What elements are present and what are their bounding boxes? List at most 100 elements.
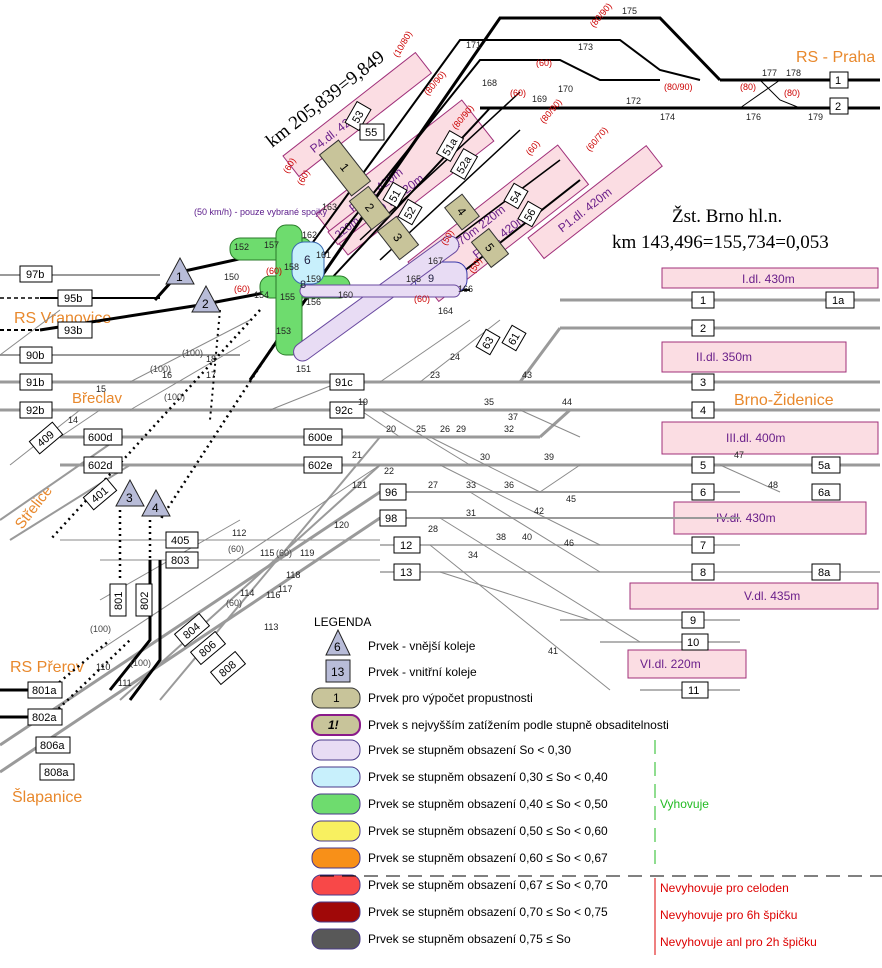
track-4-label: 4 bbox=[700, 405, 706, 417]
outer-element-2 bbox=[191, 284, 221, 313]
track-11-label: 11 bbox=[688, 685, 699, 697]
speed-limit: (60) bbox=[536, 58, 552, 68]
direction-slapanice: Šlapanice bbox=[12, 787, 82, 806]
track-802-label: 802 bbox=[139, 592, 151, 610]
track-7-label: 7 bbox=[700, 540, 706, 552]
legend-item-occupancy: Prvek se stupněm obsazení 0,30 ≤ So < 0,… bbox=[368, 770, 608, 784]
switch-number: 155 bbox=[280, 292, 295, 302]
switch-number: 36 bbox=[504, 480, 514, 490]
speed-limit: (10/80) bbox=[391, 29, 414, 59]
track-3-label: 3 bbox=[700, 377, 706, 389]
legend-swatch bbox=[311, 766, 361, 788]
switch-number: 164 bbox=[438, 306, 453, 316]
track-92c-label: 92c bbox=[335, 405, 353, 417]
track-52-label: 52 bbox=[402, 205, 419, 222]
legend-item-occupancy: Prvek se stupněm obsazení 0,70 ≤ So < 0,… bbox=[368, 905, 608, 919]
switch-number: 169 bbox=[532, 94, 547, 104]
legend-item-max: Prvek s nejvyšším zatížením podle stupně… bbox=[368, 718, 669, 732]
track-56-label: 56 bbox=[522, 207, 539, 224]
inner-element-6-label: 6 bbox=[304, 253, 311, 267]
track-405-label: 405 bbox=[171, 535, 189, 547]
legend-item-occupancy: Prvek se stupněm obsazení 0,50 ≤ So < 0,… bbox=[368, 824, 608, 838]
switch-number: 30 bbox=[480, 452, 490, 462]
switch-number: 121 bbox=[352, 480, 367, 490]
switch-number: 40 bbox=[522, 532, 532, 542]
switch-number: 112 bbox=[232, 528, 246, 538]
track-53-label: 53 bbox=[350, 109, 367, 126]
legend-item-occupancy: Prvek se stupněm obsazení So < 0,30 bbox=[368, 743, 571, 757]
switch-number: 173 bbox=[578, 42, 593, 52]
outer-element-2-label: 2 bbox=[202, 297, 209, 311]
legend-swatch bbox=[311, 874, 361, 896]
switch-number: 20 bbox=[386, 424, 396, 434]
inner-elements: 1 2 3 4 5 6 8 9 bbox=[300, 139, 510, 291]
speed-limit: (80) bbox=[740, 82, 756, 92]
legend-symbol-max-label: 1! bbox=[328, 718, 339, 732]
speed-limit: (100) bbox=[90, 624, 111, 634]
inner-element-8-label: 8 bbox=[300, 279, 306, 291]
switch-number: 117 bbox=[278, 584, 292, 594]
outer-element-1-label: 1 bbox=[176, 270, 183, 284]
platform-5-label: V.dl. 435m bbox=[744, 589, 800, 603]
switch-number: 159 bbox=[306, 274, 321, 284]
platform-3-label: III.dl. 400m bbox=[726, 431, 785, 445]
outer-element-4-label: 4 bbox=[152, 501, 159, 515]
switch-number: 35 bbox=[484, 397, 494, 407]
inner-element-9-label: 9 bbox=[428, 273, 434, 285]
outer-element-3-label: 3 bbox=[126, 491, 133, 505]
inner-element-4 bbox=[444, 193, 480, 231]
track-93b-label: 93b bbox=[64, 325, 82, 337]
track-6-label: 6 bbox=[700, 487, 706, 499]
track-801a-label: 801a bbox=[32, 685, 57, 697]
switch-number: 157 bbox=[264, 240, 279, 250]
switch-number: 24 bbox=[450, 352, 460, 362]
track-13-label: 13 bbox=[400, 567, 412, 579]
track-91b-label: 91b bbox=[26, 377, 44, 389]
legend-symbol-max bbox=[311, 714, 361, 736]
legend-item-outer: Prvek - vnější koleje bbox=[368, 639, 476, 653]
switch-number: 160 bbox=[338, 290, 353, 300]
switch-number: 175 bbox=[622, 6, 637, 16]
speed-limit: (80/90) bbox=[664, 82, 693, 92]
outer-switches: 1 2 3 4 bbox=[115, 256, 221, 517]
switch-number: 31 bbox=[466, 508, 476, 518]
switch-number: 19 bbox=[358, 397, 368, 407]
switch-number: 120 bbox=[334, 520, 349, 530]
switch-number: 16 bbox=[162, 370, 172, 380]
switch-number: 113 bbox=[264, 622, 278, 632]
track-808a-label: 808a bbox=[44, 767, 69, 779]
switch-number: 152 bbox=[234, 242, 249, 252]
switch-number: 176 bbox=[746, 112, 761, 122]
track-5a-label: 5a bbox=[818, 460, 831, 472]
track-55-label: 55 bbox=[365, 127, 377, 139]
switch-number: 32 bbox=[504, 424, 514, 434]
km-right-label: km 143,496=155,734=0,053 bbox=[612, 232, 829, 253]
inner-element-2 bbox=[348, 185, 392, 231]
switch-number: 45 bbox=[566, 494, 576, 504]
switch-number: 34 bbox=[468, 550, 478, 560]
switch-number: 22 bbox=[384, 466, 394, 476]
right-platforms: I.dl. 430m II.dl. 350m III.dl. 400m IV.d… bbox=[627, 267, 879, 679]
track-10-label: 10 bbox=[687, 637, 699, 649]
switch-number: 111 bbox=[118, 678, 132, 688]
switch-number: 168 bbox=[482, 78, 497, 88]
switch-number: 47 bbox=[734, 450, 744, 460]
outer-element-4 bbox=[141, 488, 171, 517]
switch-number: 48 bbox=[768, 480, 778, 490]
switch-number: 26 bbox=[440, 424, 450, 434]
legend-note-peak2: Nevyhovuje anl pro 2h špičku bbox=[660, 935, 817, 949]
switch-number: 151 bbox=[296, 364, 311, 374]
platform-2-label: II.dl. 350m bbox=[696, 350, 752, 364]
legend-item-occupancy: Prvek se stupněm obsazení 0,75 ≤ So bbox=[368, 932, 571, 946]
platform-1-label: I.dl. 430m bbox=[742, 272, 795, 286]
switch-number: 174 bbox=[660, 112, 675, 122]
switch-number: 114 bbox=[240, 588, 254, 598]
outer-element-3 bbox=[115, 478, 145, 507]
legend-swatch bbox=[311, 820, 361, 842]
direction-zidenice: Brno-Židenice bbox=[734, 390, 834, 409]
legend-symbol-capacity bbox=[311, 687, 361, 709]
track-63-label: 63 bbox=[480, 335, 497, 352]
